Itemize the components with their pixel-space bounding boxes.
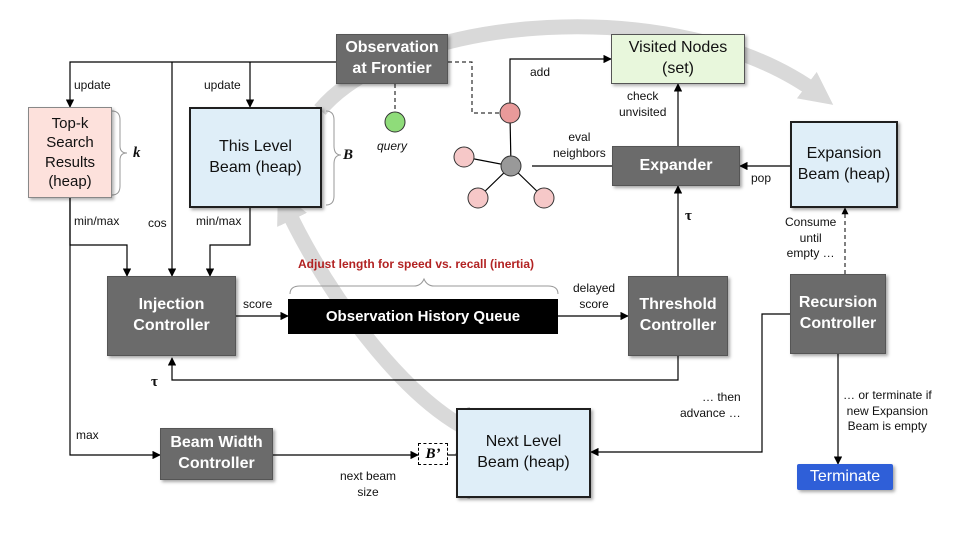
update-label-thislevel: update — [204, 78, 241, 92]
tau-label-injection: τ — [151, 374, 158, 390]
brace-k — [111, 110, 128, 196]
injection-controller: Injection Controller — [107, 276, 236, 356]
graph-node — [533, 187, 555, 209]
observation-history-queue: Observation History Queue — [288, 299, 558, 334]
topk-search-results: Top-k Search Results (heap) — [28, 107, 112, 198]
max-label: max — [76, 428, 99, 442]
query-label: query — [377, 139, 408, 153]
add-label: add — [530, 65, 551, 79]
expansion-beam: Expansion Beam (heap) — [790, 121, 898, 208]
this-level-beam: This Level Beam (heap) — [189, 107, 322, 208]
then-advance-label: … then advance … — [680, 390, 741, 420]
or-terminate-label: … or terminate if new Expansion Beam is … — [843, 388, 932, 434]
score-label: score — [243, 297, 273, 311]
edge-topk-to-beamwidth — [69, 198, 161, 460]
brace-queue — [289, 277, 559, 295]
pop-label: pop — [751, 171, 772, 185]
B-label: B — [343, 147, 354, 163]
beam-width-controller: Beam Width Controller — [160, 428, 273, 480]
graph-node — [453, 146, 475, 168]
edge-threshold-to-injection — [167, 356, 679, 381]
delayed-score-label: delayed score — [573, 281, 616, 311]
expander: Expander — [612, 146, 740, 186]
frontier-node — [499, 102, 521, 124]
edge-obs-to-frontier — [448, 61, 500, 114]
b-prime-box: B’ — [418, 443, 448, 465]
next-beam-size-label: next beam size — [340, 469, 397, 499]
k-label: k — [133, 145, 141, 161]
adjust-length-annotation: Adjust length for speed vs. recall (iner… — [298, 257, 535, 271]
edge-thislevel-to-injection — [205, 208, 251, 277]
threshold-controller: Threshold Controller — [628, 276, 728, 356]
recursion-controller: Recursion Controller — [790, 274, 886, 354]
edge-recursion-to-nextlevel — [590, 313, 790, 457]
center-node — [500, 155, 522, 177]
check-unvisited-label: check unvisited — [619, 89, 667, 119]
eval-neighbors-label: eval neighbors — [553, 130, 606, 160]
b-prime-label: B’ — [425, 445, 441, 462]
observation-at-frontier: Observation at Frontier — [336, 34, 448, 84]
edge-topk-to-injection — [69, 198, 132, 277]
query-node — [384, 111, 406, 133]
terminate-node: Terminate — [797, 464, 893, 490]
next-level-beam: Next Level Beam (heap) — [456, 408, 591, 498]
update-label-topk: update — [74, 78, 111, 92]
visited-nodes-set: Visited Nodes (set) — [611, 34, 745, 84]
min-max-label-thislevel: min/max — [196, 214, 242, 228]
brace-B — [325, 110, 342, 206]
cos-label: cos — [148, 216, 167, 230]
min-max-label-topk: min/max — [74, 214, 120, 228]
graph-node — [467, 187, 489, 209]
consume-until-empty-label: Consume until empty … — [785, 215, 837, 261]
edge-obs-to-topk — [65, 61, 336, 108]
cycle-arrow-bottom — [277, 190, 464, 432]
tau-label-expander: τ — [685, 208, 692, 224]
edge-add-to-visited — [509, 54, 612, 106]
